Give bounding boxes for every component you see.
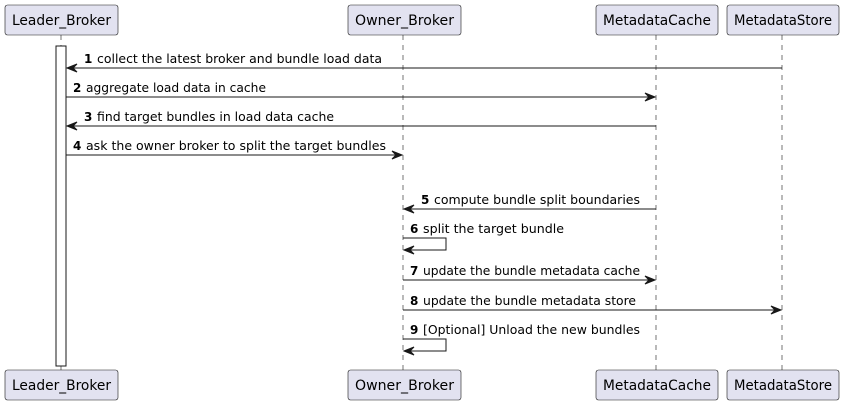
message-number: 3 — [84, 110, 92, 124]
participant-bottom-metadata-cache: MetadataCache — [595, 369, 719, 401]
message-label: compute bundle split boundaries — [434, 193, 640, 207]
arrow-left-icon — [65, 121, 78, 131]
participant-name: MetadataStore — [734, 378, 832, 394]
participant-top-metadata-store: MetadataStore — [726, 4, 840, 36]
participant-name: Leader_Broker — [12, 13, 111, 29]
message-6: 6 split the target bundle — [402, 222, 564, 255]
message-3: 3 find target bundles in load data cache — [65, 110, 656, 131]
message-number: 7 — [410, 264, 418, 278]
message-label: find target bundles in load data cache — [97, 110, 334, 124]
arrow-right-icon — [644, 275, 657, 285]
message-4: 4 ask the owner broker to split the targ… — [66, 139, 404, 160]
arrow-left-icon — [402, 346, 415, 356]
message-number: 8 — [410, 294, 418, 308]
message-number: 6 — [410, 222, 418, 236]
message-label: ask the owner broker to split the target… — [86, 139, 386, 153]
message-number: 4 — [73, 139, 81, 153]
participant-name: MetadataCache — [603, 13, 711, 29]
message-9: 9 [Optional] Unload the new bundles — [402, 323, 640, 356]
message-1: 1 collect the latest broker and bundle l… — [65, 52, 782, 73]
arrow-right-icon — [391, 150, 404, 160]
message-label: collect the latest broker and bundle loa… — [97, 52, 382, 66]
participant-top-metadata-cache: MetadataCache — [595, 4, 719, 36]
message-number: 9 — [410, 323, 418, 337]
participant-bottom-owner-broker: Owner_Broker — [347, 369, 462, 401]
participant-name: Leader_Broker — [12, 378, 111, 394]
participant-name: Owner_Broker — [355, 13, 454, 29]
participant-name: MetadataStore — [734, 13, 832, 29]
message-label: [Optional] Unload the new bundles — [423, 323, 640, 337]
arrow-left-icon — [402, 204, 415, 214]
message-label: update the bundle metadata store — [423, 294, 636, 308]
message-7: 7 update the bundle metadata cache — [403, 264, 657, 285]
message-2: 2 aggregate load data in cache — [66, 81, 657, 102]
message-number: 2 — [73, 81, 81, 95]
message-label: update the bundle metadata cache — [423, 264, 640, 278]
message-5: 5 compute bundle split boundaries — [402, 193, 656, 214]
leader-activation-bar — [55, 45, 67, 367]
arrow-left-icon — [65, 63, 78, 73]
message-number: 5 — [421, 193, 429, 207]
arrow-right-icon — [644, 92, 657, 102]
arrow-right-icon — [770, 305, 783, 315]
participant-name: Owner_Broker — [355, 378, 454, 394]
arrow-left-icon — [402, 245, 415, 255]
participant-top-owner-broker: Owner_Broker — [347, 4, 462, 36]
message-label: aggregate load data in cache — [86, 81, 266, 95]
participant-top-leader-broker: Leader_Broker — [4, 4, 119, 36]
message-8: 8 update the bundle metadata store — [403, 294, 783, 315]
participant-bottom-leader-broker: Leader_Broker — [4, 369, 119, 401]
participant-bottom-metadata-store: MetadataStore — [726, 369, 840, 401]
message-number: 1 — [84, 52, 92, 66]
participant-name: MetadataCache — [603, 378, 711, 394]
message-label: split the target bundle — [423, 222, 564, 236]
